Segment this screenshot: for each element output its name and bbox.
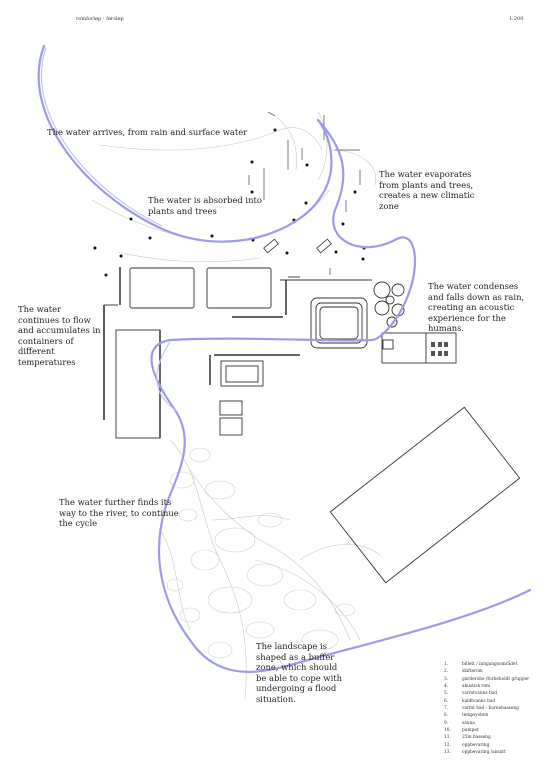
legend-item: 3.garderobe /forbeholdt grupper bbox=[444, 676, 530, 682]
annotation-landscape: The landscape is shaped as a buffer zone… bbox=[256, 641, 343, 704]
legend-item: 9.sauna bbox=[444, 720, 475, 726]
annotation-condenses: The water condenses and falls down as ra… bbox=[428, 281, 525, 333]
legend-item: 8.tempsystem bbox=[444, 713, 489, 719]
legend-item: 13.oppbevaring /ansatt bbox=[444, 750, 506, 756]
building-plan bbox=[103, 267, 457, 439]
tree-dots bbox=[93, 128, 366, 277]
legend-item: 4.akustisk rom bbox=[444, 684, 491, 690]
annotation-continues: The water continues to flow and accumula… bbox=[18, 304, 101, 367]
legend-item: 12.oppbevaring bbox=[444, 742, 490, 748]
small-structures bbox=[263, 238, 332, 254]
landscape-pools bbox=[166, 447, 356, 667]
fixtures bbox=[431, 342, 448, 356]
legend-item: 7.varmt bad - barnebasseng bbox=[444, 706, 519, 712]
scale-label: 1:200 bbox=[509, 16, 524, 22]
room-legend: 1.billett / inngangsområdet 2.skifterom … bbox=[444, 661, 529, 756]
legend-item: 5.varmtvanns bad bbox=[444, 691, 498, 697]
legend-item: 1.billett / inngangsområdet bbox=[444, 662, 518, 667]
annotation-river: The water further finds its way to the r… bbox=[59, 497, 179, 528]
annotation-evaporates: The water evaporates from plants and tre… bbox=[379, 169, 475, 211]
legend-item: 2.skifterom bbox=[444, 669, 483, 675]
legend-item: 6.kaldtvanns bad bbox=[444, 698, 496, 704]
rotated-pool bbox=[329, 406, 521, 584]
water-flow-path bbox=[37, 44, 532, 673]
legend-item: 10.pumper bbox=[444, 728, 479, 734]
annotation-absorbed: The water is absorbed into plants and tr… bbox=[148, 195, 262, 216]
legend-item: 11.25m basseng bbox=[444, 735, 491, 741]
annotation-arrives: The water arrives, from rain and surface… bbox=[47, 127, 248, 137]
sheet-title: romforløp - førsløp bbox=[76, 16, 124, 22]
